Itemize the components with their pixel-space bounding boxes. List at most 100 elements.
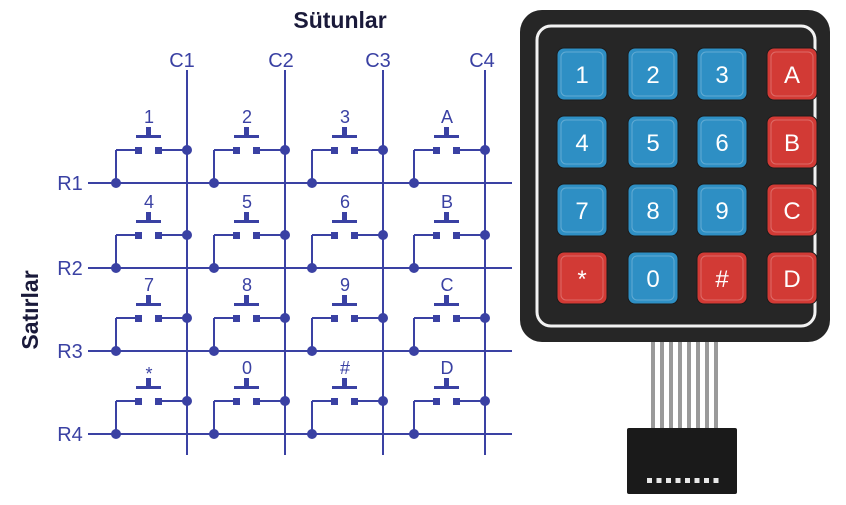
switch-label-#: # (340, 358, 350, 378)
keypad-key-1[interactable]: 1 (556, 47, 608, 101)
keypad-key-D[interactable]: D (766, 251, 818, 305)
keypad-key-label-3: 3 (715, 62, 728, 89)
switch-6: 6 (307, 192, 388, 273)
keypad-keys: 1 2 3 A 4 5 6 B 7 8 9 C * 0 # D (556, 47, 818, 305)
keypad-key-9[interactable]: 9 (696, 183, 748, 237)
keypad-key-*[interactable]: * (556, 251, 608, 305)
switch-B: B (409, 192, 490, 273)
keypad-key-label-A: A (784, 62, 800, 89)
cable-wire (651, 340, 655, 432)
column-labels: C1 C2 C3 C4 (169, 50, 495, 72)
switch-label-*: * (145, 364, 152, 384)
cable-wire (687, 340, 691, 432)
switch-label-2: 2 (242, 107, 252, 127)
keypad-key-label-#: # (715, 266, 729, 293)
keypad-key-8[interactable]: 8 (627, 183, 679, 237)
row-label-3: R3 (57, 341, 83, 363)
switch-label-C: C (441, 275, 454, 295)
switch-C: C (409, 275, 490, 356)
connector-pin (694, 478, 700, 483)
keypad-inner-border (535, 24, 817, 328)
keypad-key-A[interactable]: A (766, 47, 818, 101)
keypad-key-5[interactable]: 5 (627, 115, 679, 169)
keypad-key-2[interactable]: 2 (627, 47, 679, 101)
connector-pin (656, 478, 662, 483)
connector-pins (647, 478, 719, 483)
cable-wire (714, 340, 718, 432)
keypad-key-B[interactable]: B (766, 115, 818, 169)
keypad-key-label-D: D (783, 266, 800, 293)
switch-3: 3 (307, 107, 388, 188)
keypad-key-7[interactable]: 7 (556, 183, 608, 237)
switch-7: 7 (111, 275, 192, 356)
keypad-key-label-7: 7 (575, 198, 588, 225)
keypad-key-6[interactable]: 6 (696, 115, 748, 169)
row-label-2: R2 (57, 258, 83, 280)
column-label-3: C3 (365, 50, 391, 72)
switch-label-1: 1 (144, 107, 154, 127)
matrix-wires (88, 70, 512, 455)
switch-#: # (307, 358, 388, 439)
switch-1: 1 (111, 107, 192, 188)
keypad-key-label-9: 9 (715, 198, 728, 225)
cable-wire (705, 340, 709, 432)
cable-wire (696, 340, 700, 432)
keypad-key-C[interactable]: C (766, 183, 818, 237)
keypad-key-label-2: 2 (646, 62, 659, 89)
rows-title: Satırlar (17, 270, 43, 349)
keypad-key-label-*: * (577, 266, 586, 293)
keypad-key-0[interactable]: 0 (627, 251, 679, 305)
connector-pin (713, 478, 719, 483)
switch-D: D (409, 358, 490, 439)
switch-label-7: 7 (144, 275, 154, 295)
cable-wire (669, 340, 673, 432)
switch-label-5: 5 (242, 192, 252, 212)
switch-5: 5 (209, 192, 290, 273)
switch-9: 9 (307, 275, 388, 356)
connector-pin (666, 478, 671, 483)
keypad-key-label-5: 5 (646, 130, 659, 157)
connector-pin (704, 478, 709, 483)
keypad-key-#[interactable]: # (696, 251, 748, 305)
column-label-4: C4 (469, 50, 495, 72)
row-label-1: R1 (57, 173, 83, 195)
keypad-key-label-B: B (784, 130, 800, 157)
switch-label-B: B (441, 192, 453, 212)
column-label-2: C2 (268, 50, 294, 72)
switch-A: A (409, 107, 490, 188)
connector-pin (675, 478, 681, 483)
switch-label-D: D (441, 358, 454, 378)
columns-title: Sütunlar (293, 7, 386, 33)
switch-2: 2 (209, 107, 290, 188)
switch-label-8: 8 (242, 275, 252, 295)
switch-8: 8 (209, 275, 290, 356)
keypad-key-4[interactable]: 4 (556, 115, 608, 169)
membrane-keypad: 1 2 3 A 4 5 6 B 7 8 9 C * 0 # D (520, 10, 830, 494)
cable-connector (627, 428, 737, 494)
cable-wire (678, 340, 682, 432)
key-buttons: 1 2 3 A 4 5 6 B 7 8 9 C * 0 # D (111, 107, 490, 439)
keypad-key-3[interactable]: 3 (696, 47, 748, 101)
keypad-key-label-0: 0 (646, 266, 659, 293)
switch-label-4: 4 (144, 192, 154, 212)
switch-0: 0 (209, 358, 290, 439)
keypad-key-label-C: C (783, 198, 800, 225)
connector-pin (685, 478, 690, 483)
switch-label-3: 3 (340, 107, 350, 127)
switch-label-6: 6 (340, 192, 350, 212)
switch-label-A: A (441, 107, 453, 127)
switch-4: 4 (111, 192, 192, 273)
switch-label-9: 9 (340, 275, 350, 295)
cable-wire (660, 340, 664, 432)
keypad-key-label-8: 8 (646, 198, 659, 225)
switch-*: * (111, 364, 192, 439)
connector-pin (647, 478, 652, 483)
keypad-key-label-6: 6 (715, 130, 728, 157)
keypad-key-label-1: 1 (575, 62, 588, 89)
column-label-1: C1 (169, 50, 195, 72)
switch-label-0: 0 (242, 358, 252, 378)
ribbon-cable (651, 340, 718, 432)
